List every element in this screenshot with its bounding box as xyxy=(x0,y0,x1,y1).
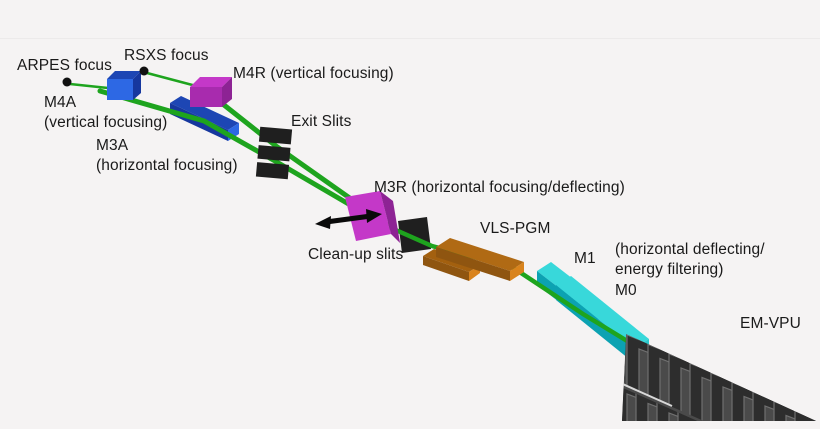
beam-rsxs-focus-line xyxy=(145,71,202,89)
beam-arpes-branch xyxy=(97,88,391,230)
m0-label: M0 xyxy=(615,282,637,299)
m3r-label: M3R (horizontal focusing/deflecting) xyxy=(374,179,625,196)
m1-label: M1 xyxy=(574,250,596,267)
em-vpu-label: EM-VPU xyxy=(740,315,801,332)
m4a-mirror-shape xyxy=(107,71,141,100)
cleanup-slits-arrow xyxy=(315,209,382,229)
m0-m1-desc-line1: (horizontal deflecting/ xyxy=(615,241,765,258)
vls-pgm-label: VLS-PGM xyxy=(480,220,551,237)
background-divider-line xyxy=(0,38,820,39)
rsxs-focus-label: RSXS focus xyxy=(124,47,209,64)
exit-slits-shape xyxy=(255,126,293,180)
exit-slits-label: Exit Slits xyxy=(291,113,352,130)
vls-pgm-grating xyxy=(436,238,524,281)
m3a-label: M3A (horizontal focusing) xyxy=(96,136,238,176)
m3a-desc: (horizontal focusing) xyxy=(96,157,238,174)
m3a-name: M3A xyxy=(96,137,129,154)
em-vpu-row-gap xyxy=(622,381,673,407)
m4a-name: M4A xyxy=(44,94,77,111)
m4r-mirror-shape xyxy=(190,77,232,107)
m0-m1-desc-line2: energy filtering) xyxy=(615,261,724,278)
rsxs-focus-dot xyxy=(139,66,149,76)
em-vpu-undulator-shape xyxy=(622,334,816,421)
arpes-focus-dot xyxy=(62,77,72,87)
m0-m1-desc-label: (horizontal deflecting/ energy filtering… xyxy=(615,240,765,280)
m4a-label: M4A (vertical focusing) xyxy=(44,93,167,133)
vls-pgm-shape xyxy=(423,238,524,281)
arpes-focus-label: ARPES focus xyxy=(17,57,113,74)
beam-arpes-focus-line xyxy=(68,82,110,90)
cleanup-slits-label: Clean-up slits xyxy=(308,246,404,263)
m4r-label: M4R (vertical focusing) xyxy=(233,65,394,82)
m4a-desc: (vertical focusing) xyxy=(44,114,168,131)
